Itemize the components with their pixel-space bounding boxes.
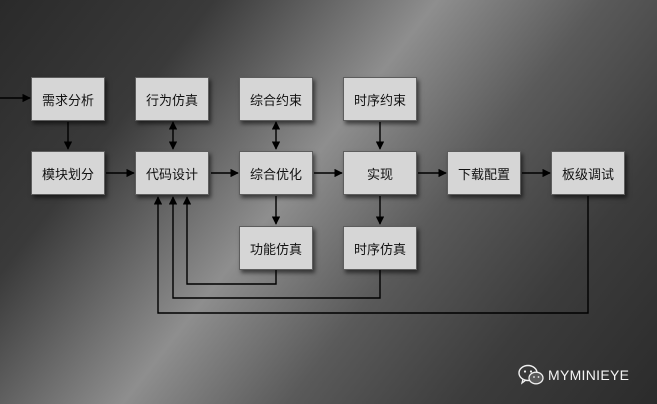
node-board-debug: 板级调试 [551,151,625,195]
wechat-icon [518,364,544,385]
node-timing-constraints: 时序约束 [343,77,417,121]
node-function-simulation: 功能仿真 [239,226,313,270]
node-requirement-analysis: 需求分析 [31,77,105,121]
node-code-design: 代码设计 [135,151,209,195]
node-synthesis-constraints: 综合约束 [239,77,313,121]
watermark: MYMINIEYE [518,364,629,386]
node-download-config: 下载配置 [447,151,521,195]
feedback-funcsim-to-code [182,196,277,285]
feedback-board-to-code [153,196,589,314]
feedback-timingsim-to-code [168,196,381,299]
node-timing-simulation: 时序仿真 [343,226,417,270]
node-synthesis-optimization: 综合优化 [239,151,313,195]
node-implementation: 实现 [343,151,417,195]
node-behavior-simulation: 行为仿真 [135,77,209,121]
node-module-partition: 模块划分 [31,151,105,195]
watermark-text: MYMINIEYE [548,367,630,383]
